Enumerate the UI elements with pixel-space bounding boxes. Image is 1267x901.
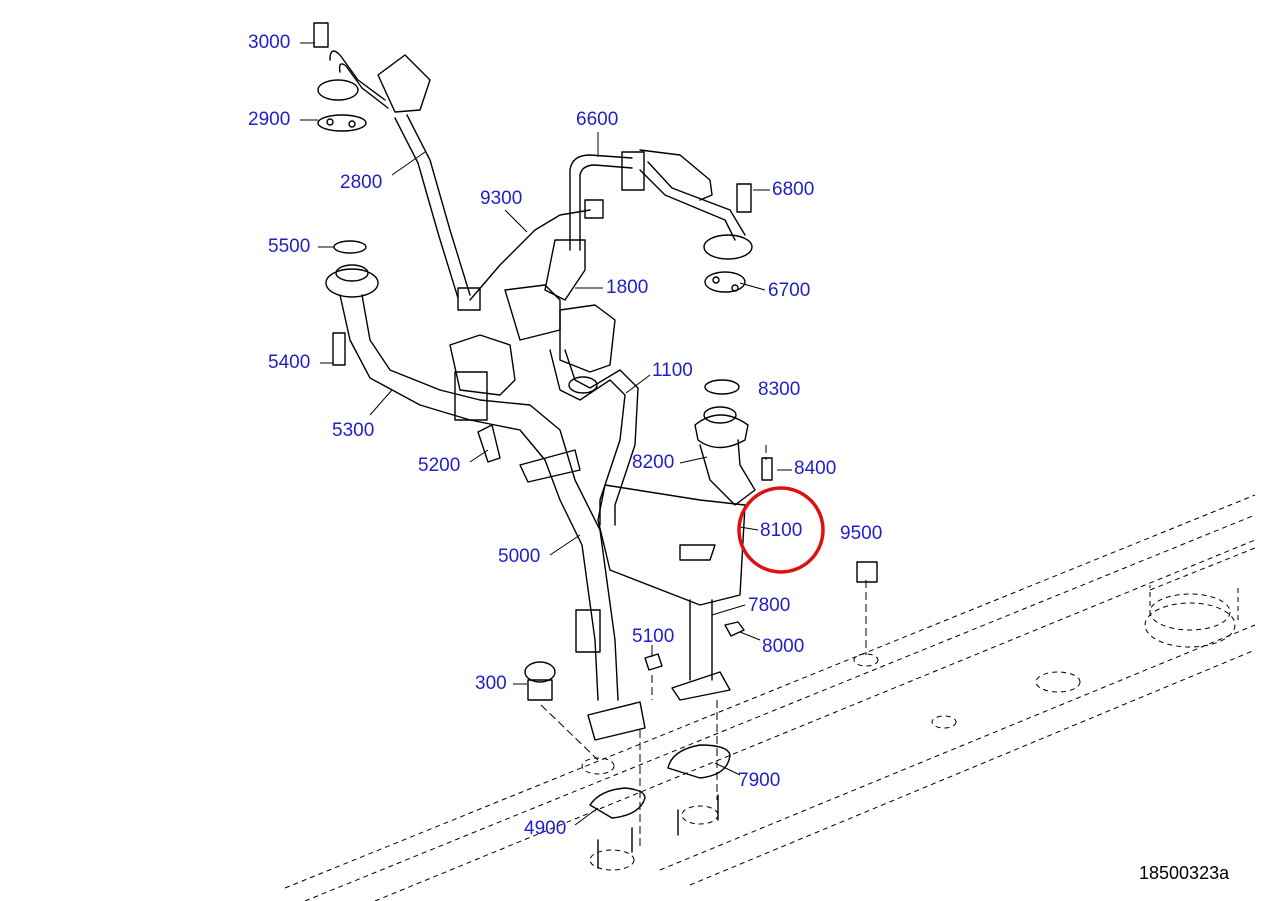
callout-7800[interactable]: 7800 bbox=[748, 595, 791, 616]
callout-6800[interactable]: 6800 bbox=[772, 179, 815, 200]
callout-leaders bbox=[300, 42, 792, 826]
callout-8200[interactable]: 8200 bbox=[632, 452, 675, 473]
callout-5200[interactable]: 5200 bbox=[418, 455, 461, 476]
callout-5500[interactable]: 5500 bbox=[268, 236, 311, 257]
callout-7900[interactable]: 7900 bbox=[738, 770, 781, 791]
callout-6700[interactable]: 6700 bbox=[768, 280, 811, 301]
callout-1100[interactable]: 1100 bbox=[652, 360, 693, 381]
callout-2800[interactable]: 2800 bbox=[340, 172, 383, 193]
callout-4900[interactable]: 4900 bbox=[524, 818, 567, 839]
callout-8000[interactable]: 8000 bbox=[762, 636, 805, 657]
callout-3000[interactable]: 3000 bbox=[248, 32, 291, 53]
drawing-code: 18500323a bbox=[1139, 863, 1230, 883]
assembly-leaders bbox=[540, 445, 867, 850]
callout-8100[interactable]: 8100 bbox=[760, 520, 803, 541]
callout-300[interactable]: 300 bbox=[475, 673, 507, 694]
highlight-circle bbox=[737, 486, 825, 574]
callout-9300[interactable]: 9300 bbox=[480, 188, 523, 209]
callout-5100[interactable]: 5100 bbox=[632, 626, 675, 647]
frame-rails bbox=[284, 494, 1256, 901]
callout-5300[interactable]: 5300 bbox=[332, 420, 375, 441]
callout-2900[interactable]: 2900 bbox=[248, 109, 291, 130]
callout-9500[interactable]: 9500 bbox=[840, 523, 883, 544]
callout-8300[interactable]: 8300 bbox=[758, 379, 801, 400]
callout-1800[interactable]: 1800 bbox=[606, 277, 649, 298]
callout-6600[interactable]: 6600 bbox=[576, 109, 619, 130]
callout-5000[interactable]: 5000 bbox=[498, 546, 541, 567]
callout-8400[interactable]: 8400 bbox=[794, 458, 837, 479]
callout-5400[interactable]: 5400 bbox=[268, 352, 311, 373]
pipe-assembly bbox=[313, 22, 878, 869]
